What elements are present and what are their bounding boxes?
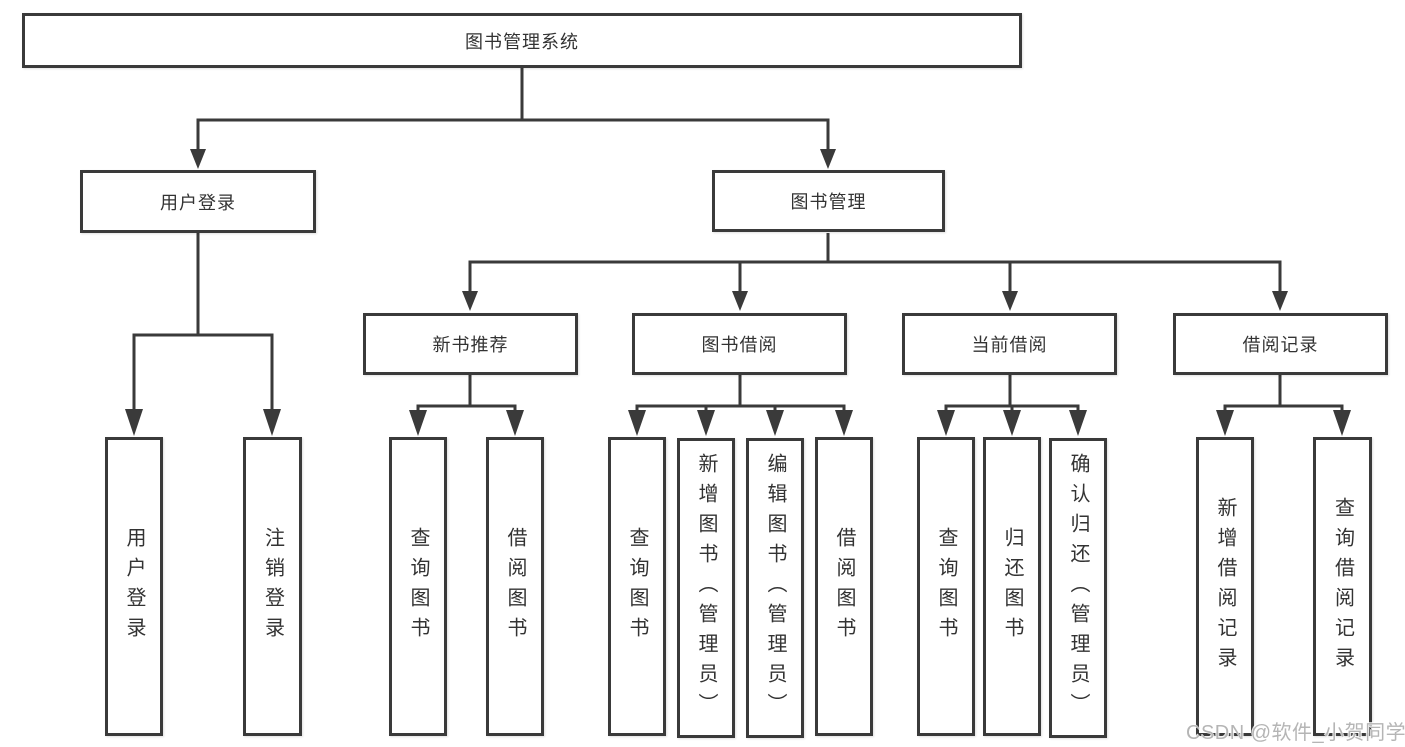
node-label: 查询借阅记录 xyxy=(1331,496,1354,677)
leaf-user-login: 用户登录 xyxy=(105,437,163,736)
node-label: 新增借阅记录 xyxy=(1214,496,1236,677)
node-label: 借阅图书 xyxy=(504,526,526,647)
node-label: 查询图书 xyxy=(935,526,957,647)
node-label: 确认归还（管理员） xyxy=(1067,453,1089,723)
node-label: 图书管理 xyxy=(790,192,867,212)
leaf-query-books-current: 查询图书 xyxy=(917,437,975,736)
node-label: 新增图书（管理员） xyxy=(695,453,717,723)
node-label: 图书借阅 xyxy=(701,335,778,355)
node-label: 图书管理系统 xyxy=(465,31,579,52)
leaf-add-book-admin: 新增图书（管理员） xyxy=(677,438,735,738)
node-label: 当前借阅 xyxy=(971,335,1048,355)
node-label: 借阅记录 xyxy=(1242,335,1319,355)
leaf-logout: 注销登录 xyxy=(243,437,302,736)
node-book-management: 图书管理 xyxy=(712,170,945,232)
node-label: 归还图书 xyxy=(1001,526,1023,647)
leaf-borrow-books-recommend: 借阅图书 xyxy=(486,437,544,736)
node-label: 借阅图书 xyxy=(833,526,855,647)
node-root-library-management-system: 图书管理系统 xyxy=(22,13,1022,68)
arrowheads xyxy=(125,149,1351,436)
connector-lines xyxy=(132,68,1344,413)
leaf-edit-book-admin: 编辑图书（管理员） xyxy=(746,438,804,738)
node-label: 查询图书 xyxy=(407,526,429,647)
node-new-book-recommendation: 新书推荐 xyxy=(363,313,578,375)
node-label: 查询图书 xyxy=(626,526,648,647)
leaf-query-books-recommend: 查询图书 xyxy=(389,437,447,736)
node-label: 编辑图书（管理员） xyxy=(764,453,786,723)
leaf-confirm-return-admin: 确认归还（管理员） xyxy=(1049,438,1107,738)
csdn-watermark: CSDN @软件_小贺同学 xyxy=(1186,722,1405,744)
node-label: 注销登录 xyxy=(261,526,284,647)
leaf-borrow-books-borrowing: 借阅图书 xyxy=(815,437,873,736)
leaf-return-books: 归还图书 xyxy=(983,437,1041,736)
node-label: 用户登录 xyxy=(160,192,236,213)
node-borrowing-records: 借阅记录 xyxy=(1173,313,1388,375)
node-label: 用户登录 xyxy=(123,526,145,647)
node-user-login: 用户登录 xyxy=(80,170,316,233)
node-book-borrowing: 图书借阅 xyxy=(632,313,847,375)
node-label: 新书推荐 xyxy=(432,335,509,355)
leaf-add-borrow-record: 新增借阅记录 xyxy=(1196,437,1254,736)
node-current-borrowing: 当前借阅 xyxy=(902,313,1117,375)
leaf-query-books-borrowing: 查询图书 xyxy=(608,437,666,736)
leaf-query-borrow-record: 查询借阅记录 xyxy=(1313,437,1372,736)
